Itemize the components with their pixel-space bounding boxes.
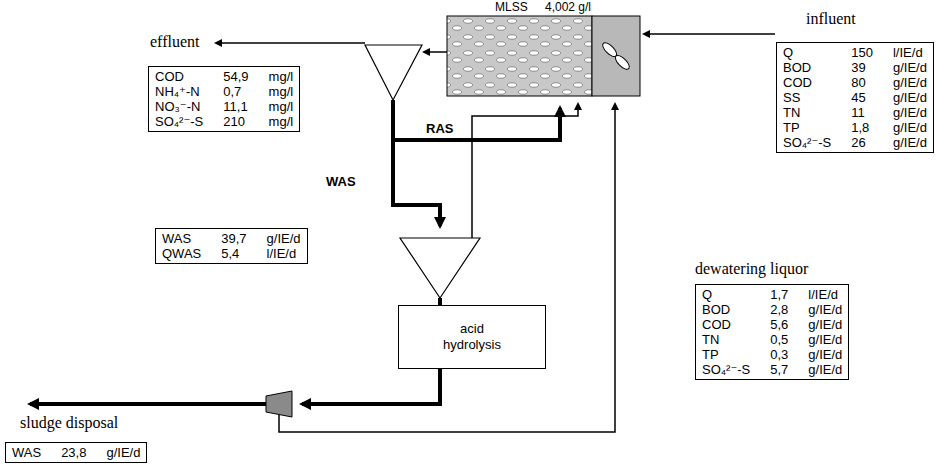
table-cell: g/IE/d bbox=[893, 135, 927, 150]
table-cell: 45 bbox=[851, 90, 873, 105]
table-cell: g/IE/d bbox=[808, 362, 842, 377]
table-cell: 1,8 bbox=[851, 120, 873, 135]
tank-heading: 4,002 g/l bbox=[545, 0, 591, 14]
table-cell: BOD bbox=[783, 60, 831, 75]
table-cell: l/IE/d bbox=[893, 45, 927, 60]
box-label: acid hydrolysis bbox=[435, 321, 509, 353]
table-cell: 0,7 bbox=[223, 84, 248, 99]
table-cell: 5,4 bbox=[221, 246, 246, 261]
liquor-return-line bbox=[279, 104, 615, 432]
aeration-tank bbox=[447, 16, 592, 96]
table-cell: 1,7 bbox=[770, 287, 788, 302]
table-cell: mg/l bbox=[269, 69, 294, 84]
influent-arrow bbox=[644, 33, 775, 35]
table-cell: 54,9 bbox=[223, 69, 248, 84]
table-cell: l/IE/d bbox=[267, 246, 301, 261]
table-cell: 0,3 bbox=[770, 347, 788, 362]
table-cell: TN bbox=[783, 105, 831, 120]
table-cell: g/IE/d bbox=[808, 332, 842, 347]
table-cell: 39,7 bbox=[221, 231, 246, 246]
flow-line bbox=[424, 51, 447, 53]
thickener bbox=[400, 238, 480, 298]
table-cell: TP bbox=[702, 347, 750, 362]
was-table: WAS 39,7 g/IE/dQWAS 5,4 l/IE/d bbox=[155, 228, 308, 264]
effluent-arrow bbox=[216, 42, 365, 44]
table-cell: TN bbox=[702, 332, 750, 347]
stream-label: influent bbox=[806, 10, 856, 28]
table-cell: BOD bbox=[702, 302, 750, 317]
table-cell: g/IE/d bbox=[106, 445, 140, 460]
table-cell: SO₄²⁻-S bbox=[702, 362, 750, 377]
table-cell: g/IE/d bbox=[808, 317, 842, 332]
aeration-tank: MLSS 4,002 g/l bbox=[447, 0, 640, 97]
hydrolysis-box: acid hydrolysis bbox=[398, 305, 546, 369]
supernatant-line bbox=[472, 104, 578, 238]
influent-table: Q150l/IE/dBOD39g/IE/dCOD80g/IE/dSS45g/IE… bbox=[776, 42, 934, 153]
table-cell: 26 bbox=[851, 135, 873, 150]
disposal-arrow bbox=[30, 402, 266, 406]
table-cell: COD bbox=[702, 317, 750, 332]
sludge-line bbox=[302, 369, 440, 404]
stream-label: dewatering liquor bbox=[695, 260, 808, 278]
table-cell: WAS bbox=[162, 231, 201, 246]
table-cell: 11,1 bbox=[223, 99, 248, 114]
table-cell: 23,8 bbox=[61, 445, 86, 460]
table-cell: g/IE/d bbox=[808, 302, 842, 317]
table-cell: g/IE/d bbox=[893, 105, 927, 120]
table-cell: TP bbox=[783, 120, 831, 135]
table-cell: mg/l bbox=[269, 99, 294, 114]
stream-label: sludge disposal bbox=[20, 414, 118, 432]
table-cell: g/IE/d bbox=[267, 231, 301, 246]
sludge-table: WAS 23,8 g/IE/d bbox=[5, 442, 147, 463]
table-cell: l/IE/d bbox=[808, 287, 842, 302]
table-cell: 2,8 bbox=[770, 302, 788, 317]
table-cell: 210 bbox=[223, 114, 248, 129]
table-cell: NO₃⁻-N bbox=[155, 99, 203, 114]
table-cell: Q bbox=[783, 45, 831, 60]
table-cell: g/IE/d bbox=[893, 75, 927, 90]
table-cell: mg/l bbox=[269, 114, 294, 129]
table-cell: SS bbox=[783, 90, 831, 105]
table-cell: QWAS bbox=[162, 246, 201, 261]
table-cell: 0,5 bbox=[770, 332, 788, 347]
table-cell: COD bbox=[155, 69, 203, 84]
stream-label: effluent bbox=[150, 33, 199, 51]
table-cell: g/IE/d bbox=[893, 120, 927, 135]
table-cell: NH₄⁺-N bbox=[155, 84, 203, 99]
table-cell: 5,6 bbox=[770, 317, 788, 332]
secondary-clarifier bbox=[365, 45, 422, 100]
table-cell: g/IE/d bbox=[893, 60, 927, 75]
liquor-table: Q1,7l/IE/dBOD2,8g/IE/dCOD5,6g/IE/dTN0,5g… bbox=[695, 284, 849, 380]
effluent-table: COD54,9mg/lNH₄⁺-N0,7mg/lNO₃⁻-N11,1mg/lSO… bbox=[148, 66, 300, 132]
was-line bbox=[393, 100, 440, 226]
table-cell: g/IE/d bbox=[893, 90, 927, 105]
sludge-line bbox=[438, 298, 442, 305]
table-cell: WAS bbox=[12, 445, 41, 460]
dewatering-unit bbox=[266, 391, 292, 417]
table-cell: 11 bbox=[851, 105, 873, 120]
table-cell: 150 bbox=[851, 45, 873, 60]
ras-line bbox=[393, 108, 560, 140]
table-cell: 39 bbox=[851, 60, 873, 75]
table-cell: Q bbox=[702, 287, 750, 302]
table-cell: SO₄²⁻-S bbox=[783, 135, 831, 150]
stream-label: RAS bbox=[426, 121, 453, 136]
table-cell: 80 bbox=[851, 75, 873, 90]
anoxic-zone bbox=[592, 16, 640, 96]
tank-heading: MLSS bbox=[495, 0, 528, 14]
stream-label: WAS bbox=[326, 174, 356, 189]
table-cell: SO₄²⁻-S bbox=[155, 114, 203, 129]
table-cell: 5,7 bbox=[770, 362, 788, 377]
table-cell: COD bbox=[783, 75, 831, 90]
table-cell: mg/l bbox=[269, 84, 294, 99]
mixer-propeller bbox=[600, 40, 631, 71]
table-cell: g/IE/d bbox=[808, 347, 842, 362]
